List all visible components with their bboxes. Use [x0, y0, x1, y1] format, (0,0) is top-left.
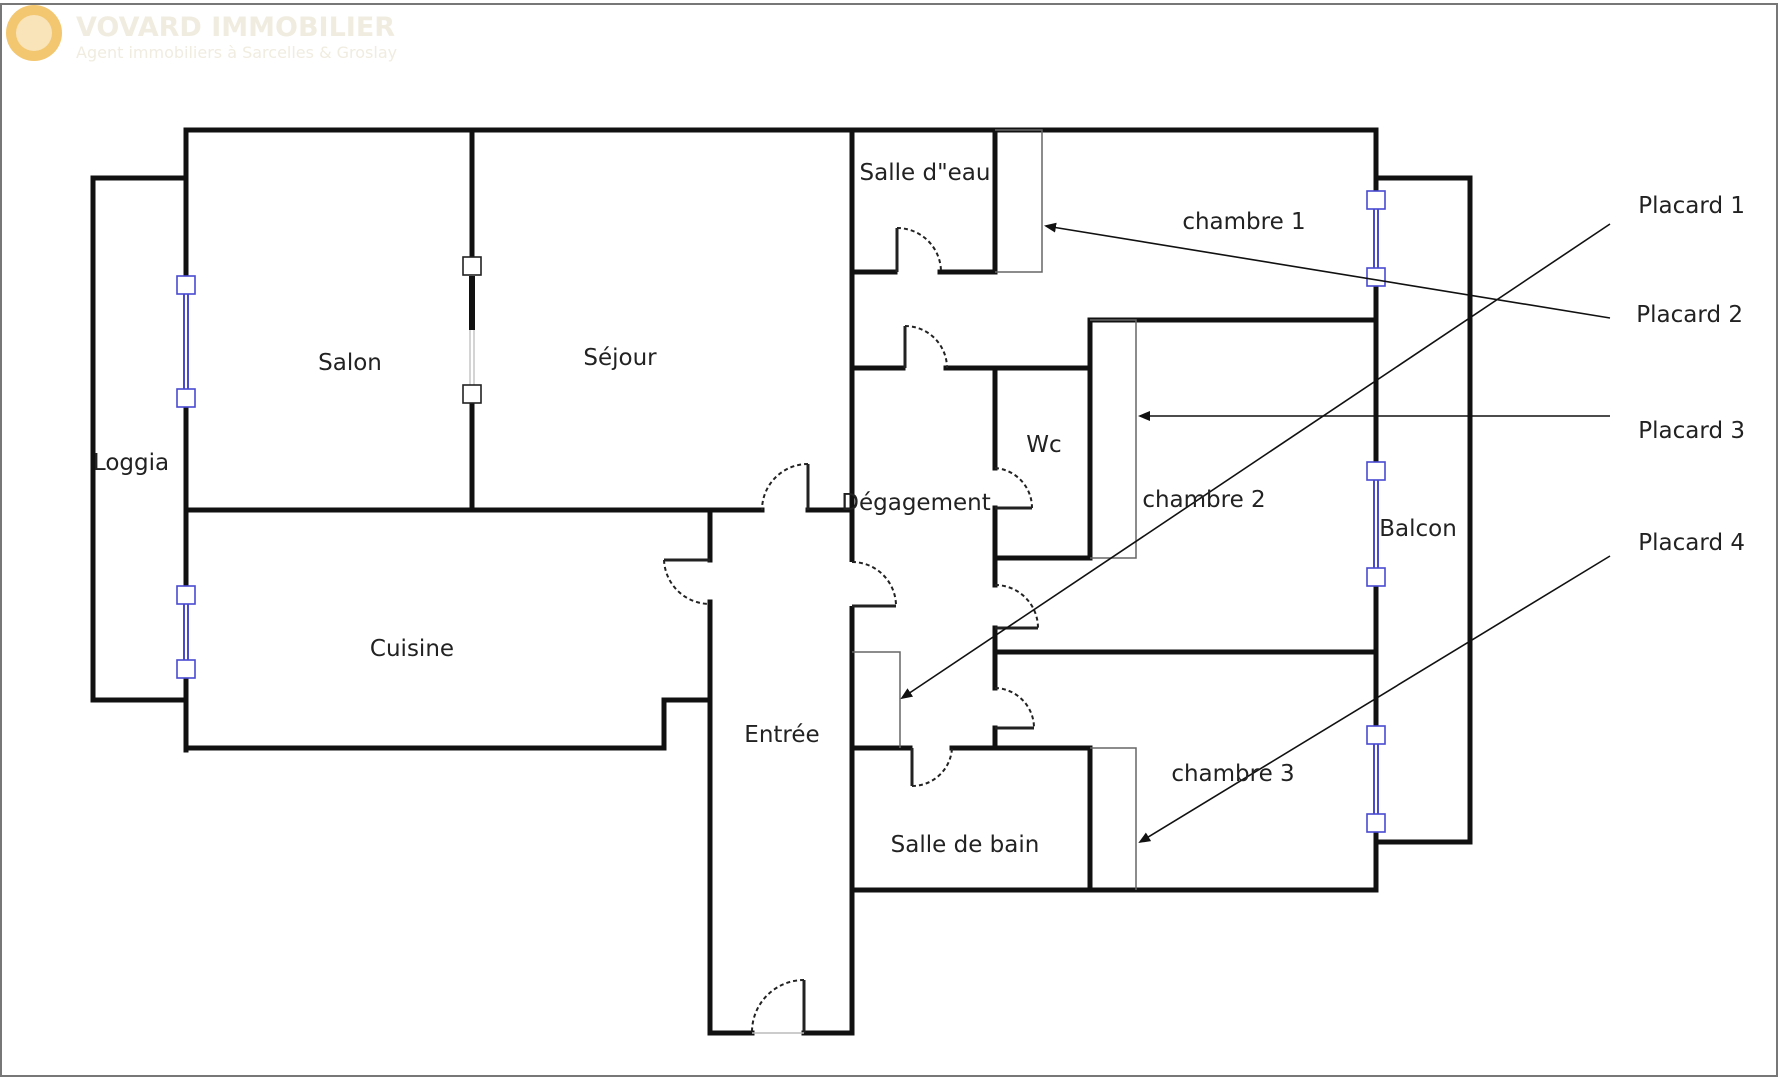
arrow-placard-4	[1138, 555, 1611, 844]
partition-handle	[462, 256, 482, 276]
page-frame	[0, 3, 1778, 1077]
wall-loggia	[90, 175, 189, 703]
placard-4-outline	[1090, 747, 1137, 890]
room-label-entree: Entrée	[744, 722, 819, 748]
window-handle	[1366, 190, 1386, 210]
arrow-placard-2	[900, 223, 1611, 700]
window-handle	[1366, 461, 1386, 481]
partition-handle	[462, 384, 482, 404]
door-entree-degagement[interactable]	[847, 561, 897, 608]
room-label-salle-bain: Salle de bain	[891, 832, 1040, 858]
windows	[176, 190, 1386, 833]
partition-rail	[469, 330, 475, 392]
arrow-placard-1	[1044, 222, 1611, 319]
door-degagement-top[interactable]	[903, 325, 948, 369]
door-swing	[994, 584, 1039, 629]
window-balcon-2	[1373, 472, 1379, 578]
door-cuisine[interactable]	[663, 558, 711, 606]
room-label-cuisine: Cuisine	[370, 636, 454, 662]
door-entrance[interactable]	[750, 979, 806, 1034]
wall-entry-bottom-right	[801, 887, 1379, 1036]
door-salle-bain[interactable]	[910, 747, 953, 788]
room-label-loggia: Loggia	[93, 450, 169, 476]
room-label-salle-eau: Salle d"eau	[860, 160, 991, 186]
agency-name: VOVARD IMMOBILIER	[76, 12, 395, 43]
closets	[852, 129, 1137, 890]
wall-kitchen-bottom	[183, 697, 713, 1036]
callout-label-placard-4: Placard 4	[1638, 530, 1745, 556]
window-handle	[1366, 567, 1386, 587]
agency-tagline: Agent immobiliers à Sarcelles & Groslay	[76, 43, 397, 62]
window-loggia-2	[183, 596, 189, 670]
door-swing	[851, 561, 897, 607]
window-balcon-1	[1373, 200, 1379, 276]
window-handle	[1366, 267, 1386, 287]
door-sejour-entree[interactable]	[761, 463, 810, 511]
doors	[663, 227, 1039, 1034]
room-label-salon: Salon	[318, 350, 382, 376]
sliding-partition	[462, 256, 482, 404]
door-swing	[994, 467, 1034, 509]
room-label-balcon: Balcon	[1379, 516, 1457, 542]
door-chambre-3[interactable]	[994, 687, 1035, 730]
room-labels: Salon Séjour Loggia Cuisine Entrée Dégag…	[93, 160, 1457, 858]
room-label-chambre-3: chambre 3	[1171, 761, 1294, 787]
window-handle	[176, 659, 196, 679]
door-salle-eau[interactable]	[895, 227, 942, 273]
callout-arrows	[900, 222, 1611, 844]
room-label-chambre-1: chambre 1	[1182, 209, 1305, 235]
door-swing	[663, 559, 711, 606]
placard-1-outline	[995, 129, 1043, 273]
window-handle	[1366, 725, 1386, 745]
door-wc[interactable]	[994, 467, 1034, 510]
door-swing	[750, 979, 805, 1034]
callout-label-placard-1: Placard 1	[1638, 193, 1745, 219]
room-label-degagement: Dégagement	[841, 490, 990, 516]
window-handle	[176, 388, 196, 408]
door-chambre-2[interactable]	[994, 584, 1039, 630]
walls	[90, 127, 1473, 1036]
agency-logo-icon-inner	[16, 15, 52, 51]
callout-label-placard-3: Placard 3	[1638, 418, 1745, 444]
door-swing	[911, 747, 953, 788]
door-swing	[761, 463, 809, 511]
callout-labels: Placard 1 Placard 2 Placard 3 Placard 4	[1636, 193, 1745, 556]
window-balcon-3	[1373, 736, 1379, 824]
door-swing	[904, 325, 948, 369]
door-swing	[896, 227, 942, 273]
window-handle	[1366, 813, 1386, 833]
room-label-sejour: Séjour	[583, 345, 657, 371]
room-label-chambre-2: chambre 2	[1142, 487, 1265, 513]
door-swing	[994, 687, 1035, 729]
placard-2-outline	[852, 651, 901, 748]
agency-logo: VOVARD IMMOBILIER Agent immobiliers à Sa…	[6, 5, 397, 62]
wall-balcon	[1373, 175, 1473, 845]
callout-label-placard-2: Placard 2	[1636, 302, 1743, 328]
placard-3-outline	[1090, 319, 1137, 559]
room-label-wc: Wc	[1026, 432, 1061, 458]
window-handle	[176, 275, 196, 295]
window-loggia-1	[183, 286, 189, 398]
window-handle	[176, 585, 196, 605]
